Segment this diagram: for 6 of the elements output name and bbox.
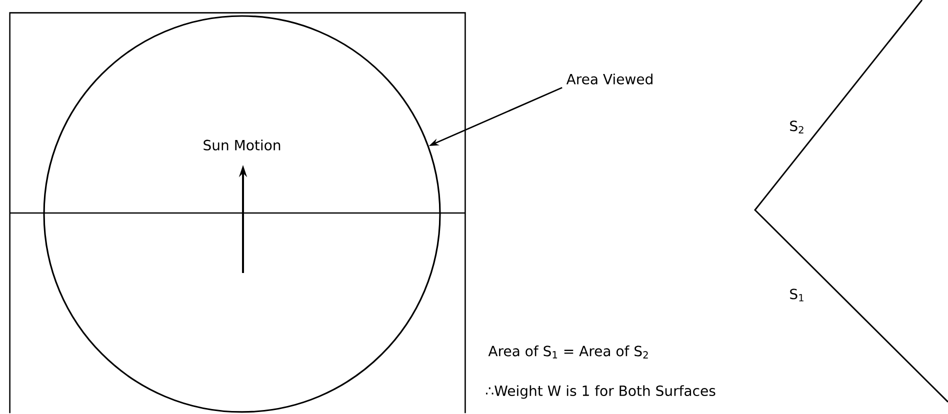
callout-text: Area Viewed [566, 74, 652, 84]
annotation-text: S$_{1}$ [790, 288, 804, 302]
annotation-text: Area of S$_{1}$ = Area of S$_{2}$ [488, 346, 648, 358]
annotation-text: Sun Motion [204, 140, 280, 150]
annotation-text: ∴Weight W is 1 for Both Surfaces [486, 385, 716, 399]
annotation-text: S$_{2}$ [790, 120, 804, 134]
